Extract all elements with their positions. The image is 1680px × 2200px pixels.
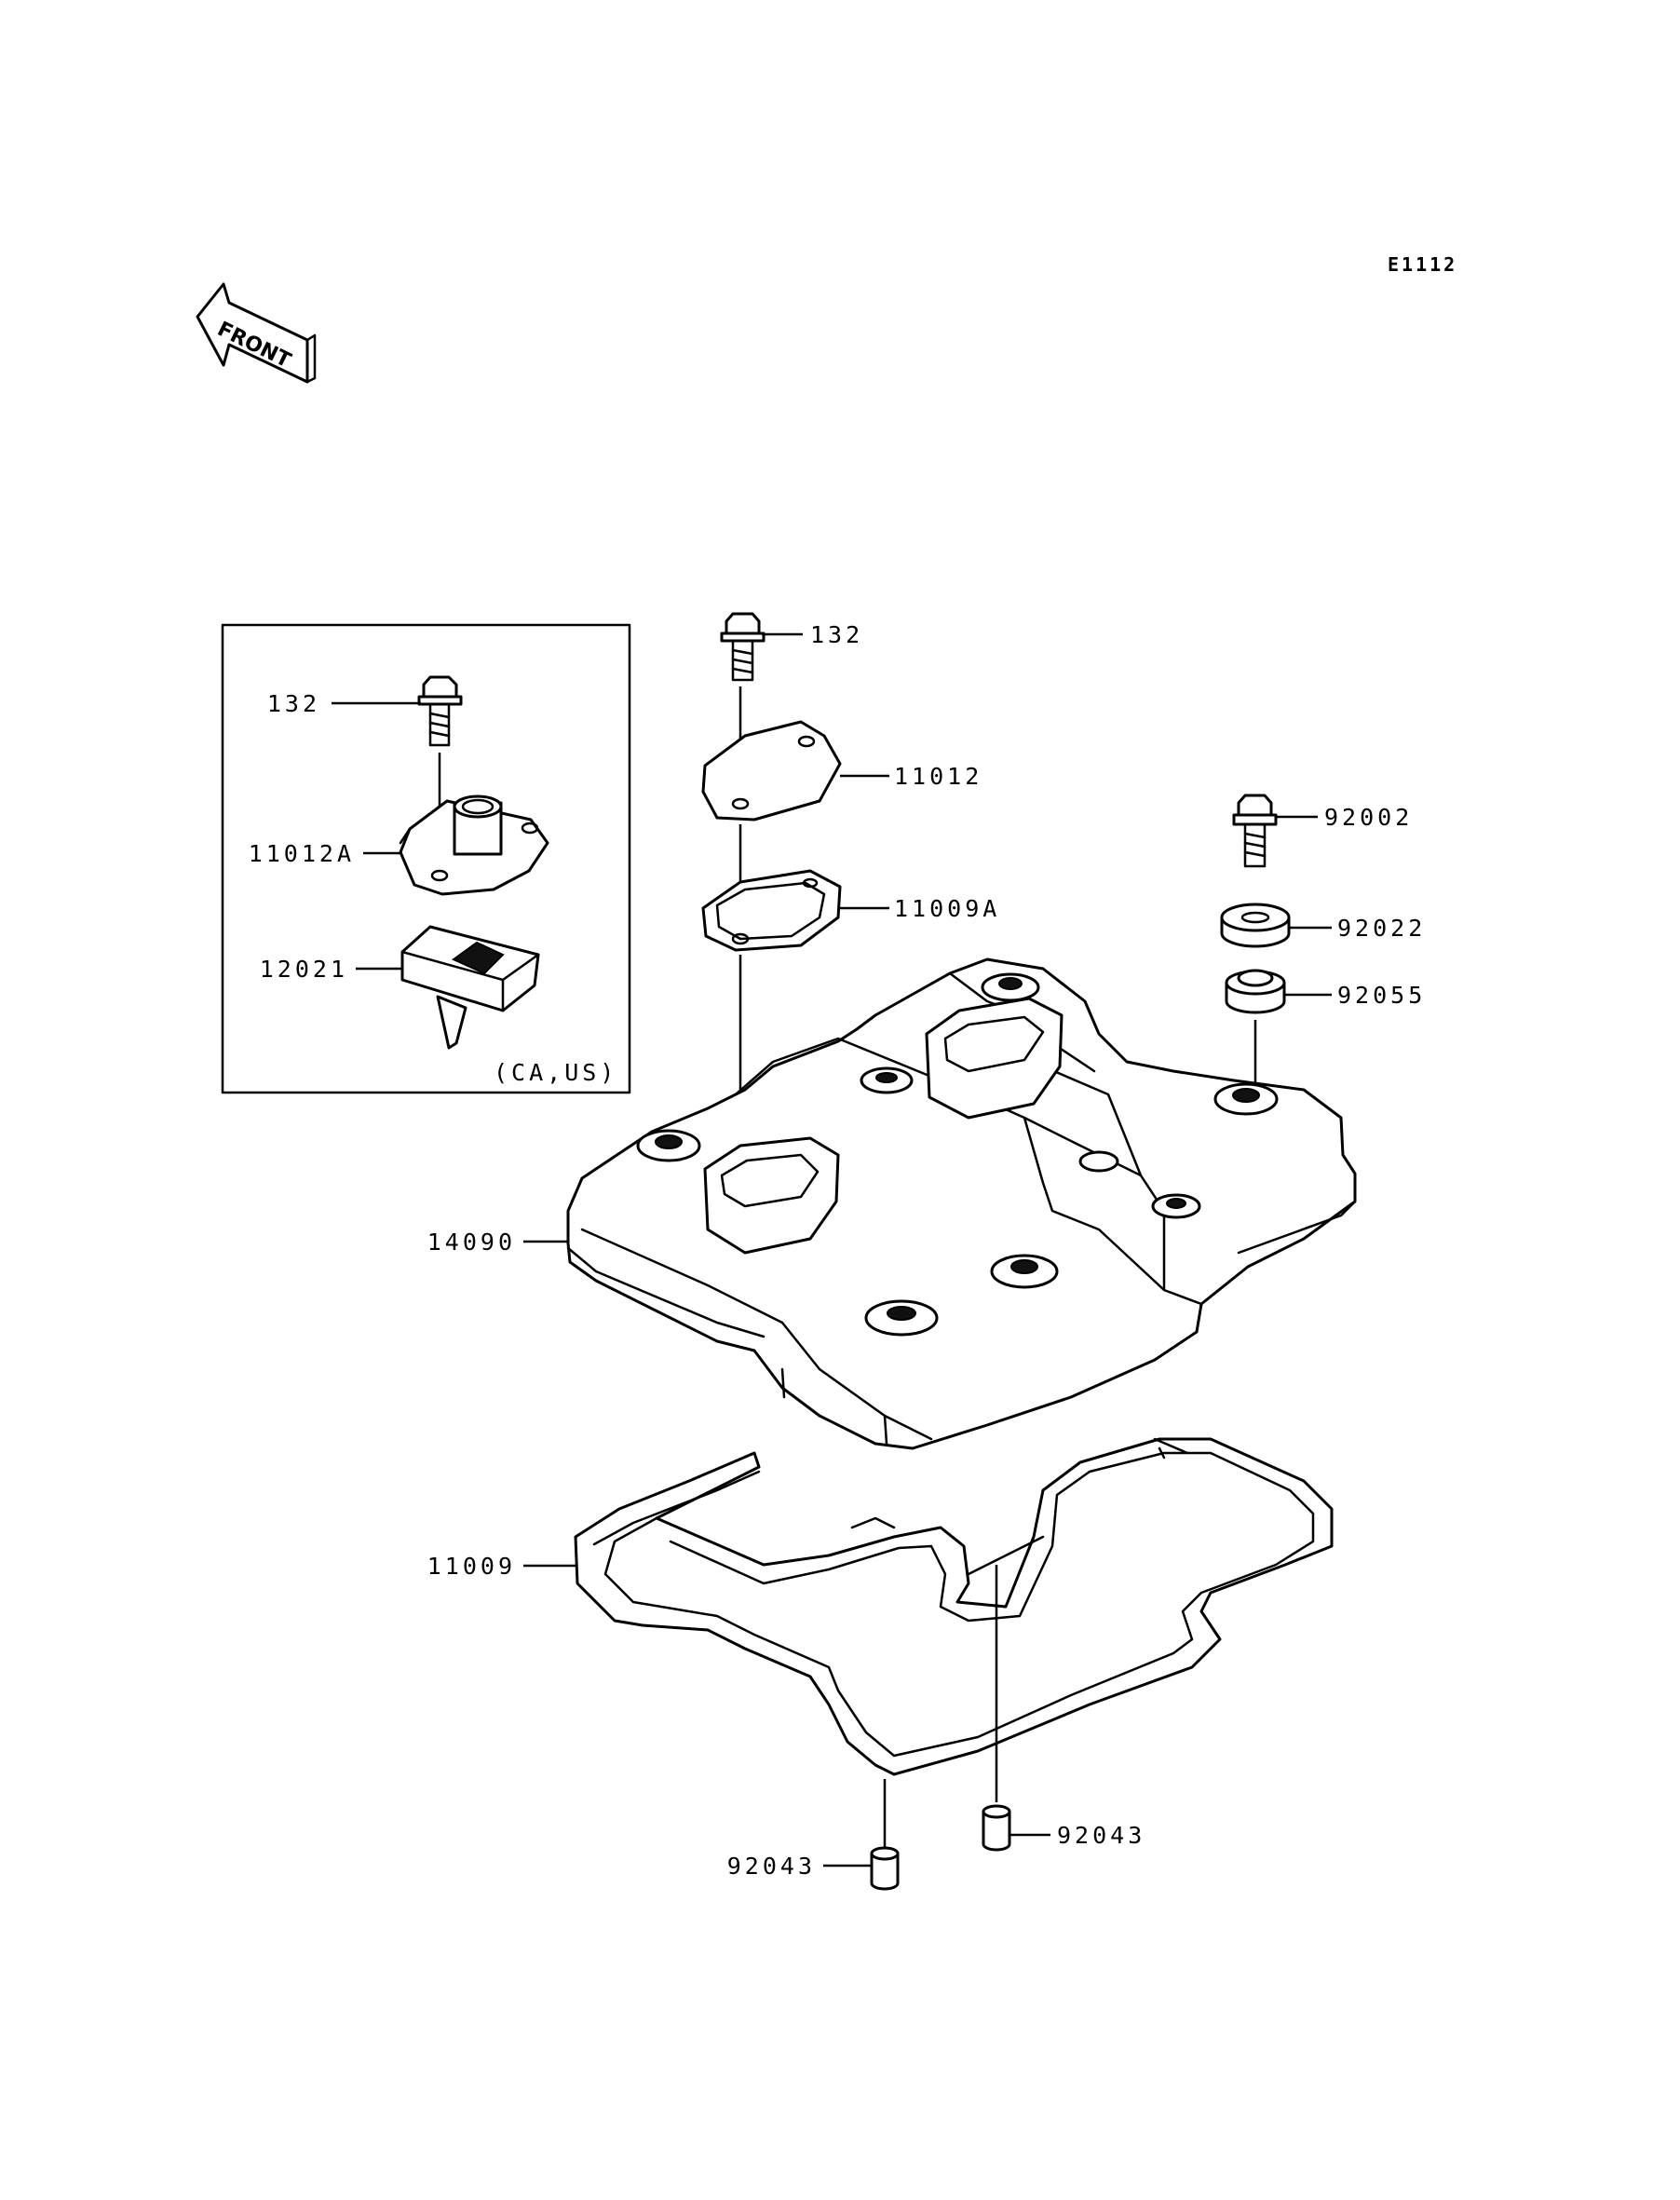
inset-bolt xyxy=(417,675,463,747)
label-92002: 92002 xyxy=(1324,804,1413,831)
cylinder-head-gasket xyxy=(574,1437,1334,1776)
label-11009: 11009 xyxy=(427,1553,516,1580)
inset-note: (CA,US) xyxy=(494,1059,617,1086)
label-132-inset: 132 xyxy=(267,690,320,717)
washer xyxy=(1220,903,1291,948)
cap-gasket xyxy=(701,869,842,952)
grommet xyxy=(1225,969,1286,1014)
cap-plate xyxy=(701,720,842,822)
front-arrow-icon: FRONT xyxy=(196,282,317,384)
top-bolt xyxy=(720,612,765,682)
inset-reed-valve xyxy=(400,925,540,1050)
label-92043-right: 92043 xyxy=(1057,1822,1145,1849)
dowel-pin-right xyxy=(982,1804,1011,1852)
inset-box xyxy=(221,623,631,1094)
label-92022: 92022 xyxy=(1337,915,1426,942)
label-92043-left: 92043 xyxy=(727,1853,816,1880)
label-14090: 14090 xyxy=(427,1229,516,1256)
right-bolt xyxy=(1232,794,1278,868)
dowel-pin-left xyxy=(870,1846,900,1891)
label-132-top: 132 xyxy=(810,621,863,648)
diagram-code: E1112 xyxy=(1388,253,1457,276)
label-92055: 92055 xyxy=(1337,982,1426,1009)
cylinder-head-cover xyxy=(566,957,1357,1450)
label-11009A: 11009A xyxy=(894,895,1000,922)
label-11012A: 11012A xyxy=(249,840,355,867)
label-11012: 11012 xyxy=(894,763,982,790)
label-12021: 12021 xyxy=(260,956,348,983)
inset-cap xyxy=(399,794,549,896)
